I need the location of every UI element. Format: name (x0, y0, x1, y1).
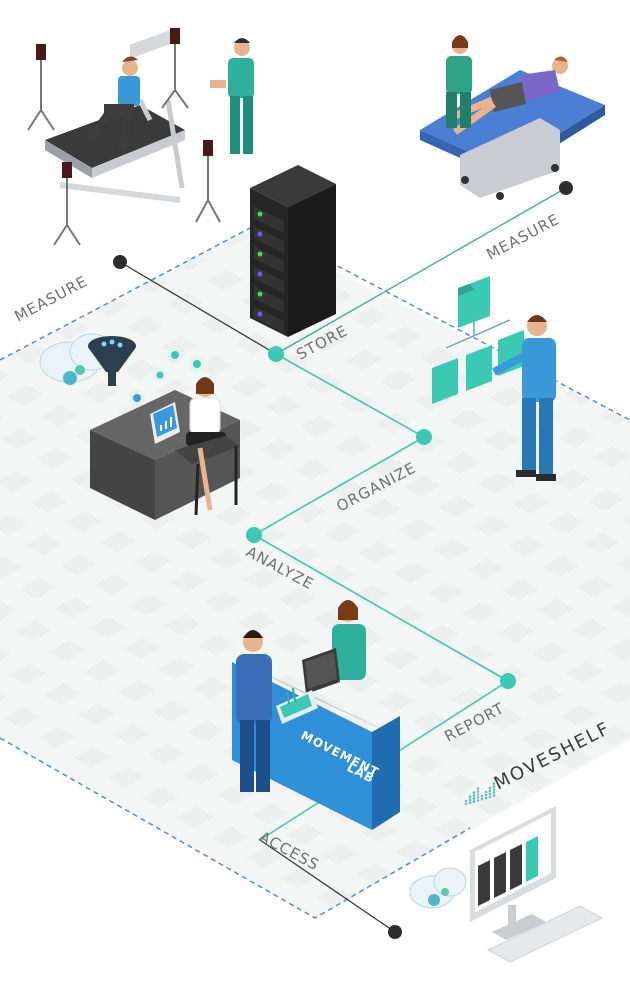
brand-dot (472, 791, 476, 794)
connector-measure-right (275, 187, 567, 355)
brand-dot (476, 790, 480, 793)
brand-logo-icon (464, 782, 496, 806)
brand-dot (468, 798, 472, 802)
server-led (257, 291, 263, 297)
server-led (257, 311, 263, 317)
brand-dot (488, 789, 492, 793)
server-rack-icon (250, 165, 336, 337)
patient-bed-icon (420, 70, 605, 200)
nurse-icon (332, 600, 366, 680)
brand-dot (488, 792, 492, 796)
node-store (268, 346, 284, 362)
server-led (257, 271, 263, 277)
platform-border-right (329, 261, 630, 421)
cloud-gear-icon-bottom (409, 867, 467, 909)
brand-dot (472, 794, 476, 797)
brand-dot (472, 797, 476, 800)
clinician-icon (210, 38, 254, 154)
brand-dot (464, 799, 468, 803)
brand-dot (488, 786, 492, 790)
brand-dot (484, 793, 488, 797)
brand-dot (468, 795, 472, 799)
keyboard-icon (486, 905, 604, 963)
connector-measure-left (119, 261, 277, 355)
runner-icon (86, 56, 140, 151)
brand-dot (480, 797, 484, 801)
brand-dot (492, 782, 496, 785)
brand-dot (484, 796, 488, 800)
brand-dot (480, 794, 484, 798)
node-access (388, 925, 402, 939)
analyst-person-icon (175, 377, 240, 516)
brand-dot (492, 794, 496, 797)
node-analyze (246, 527, 262, 543)
brand-dot (472, 800, 476, 803)
platform-border-bottom (0, 737, 471, 919)
node-measure-right (559, 181, 573, 195)
monitor-icon-bottom (470, 806, 556, 940)
brand-dot (492, 788, 496, 791)
brand-dot (468, 801, 472, 805)
server-led (257, 211, 263, 217)
treadmill-icon (45, 27, 185, 203)
brand-dot (476, 793, 480, 796)
data-funnel-icon (88, 336, 136, 386)
brand-dot (492, 791, 496, 794)
server-led (257, 251, 263, 257)
camera-tripod-icon (27, 28, 221, 246)
brand-dot (476, 799, 480, 802)
brand-dot (488, 795, 492, 799)
brand-dot (484, 790, 488, 794)
node-report (500, 673, 516, 689)
label-measure-left: MEASURE (11, 272, 90, 325)
therapist-icon (446, 35, 472, 128)
monitor-icon (302, 648, 340, 694)
connector-access (259, 839, 396, 933)
organizer-person-icon (492, 315, 556, 481)
brand-dot (476, 796, 480, 799)
server-led (257, 231, 263, 237)
node-measure-left (113, 255, 127, 269)
platform-border (0, 227, 251, 361)
brand-dot (492, 785, 496, 788)
doctor-icon (236, 630, 318, 792)
brand-dot (476, 787, 480, 790)
brand-dot (464, 802, 468, 806)
label-measure-right: MEASURE (483, 210, 562, 263)
node-organize (416, 429, 432, 445)
